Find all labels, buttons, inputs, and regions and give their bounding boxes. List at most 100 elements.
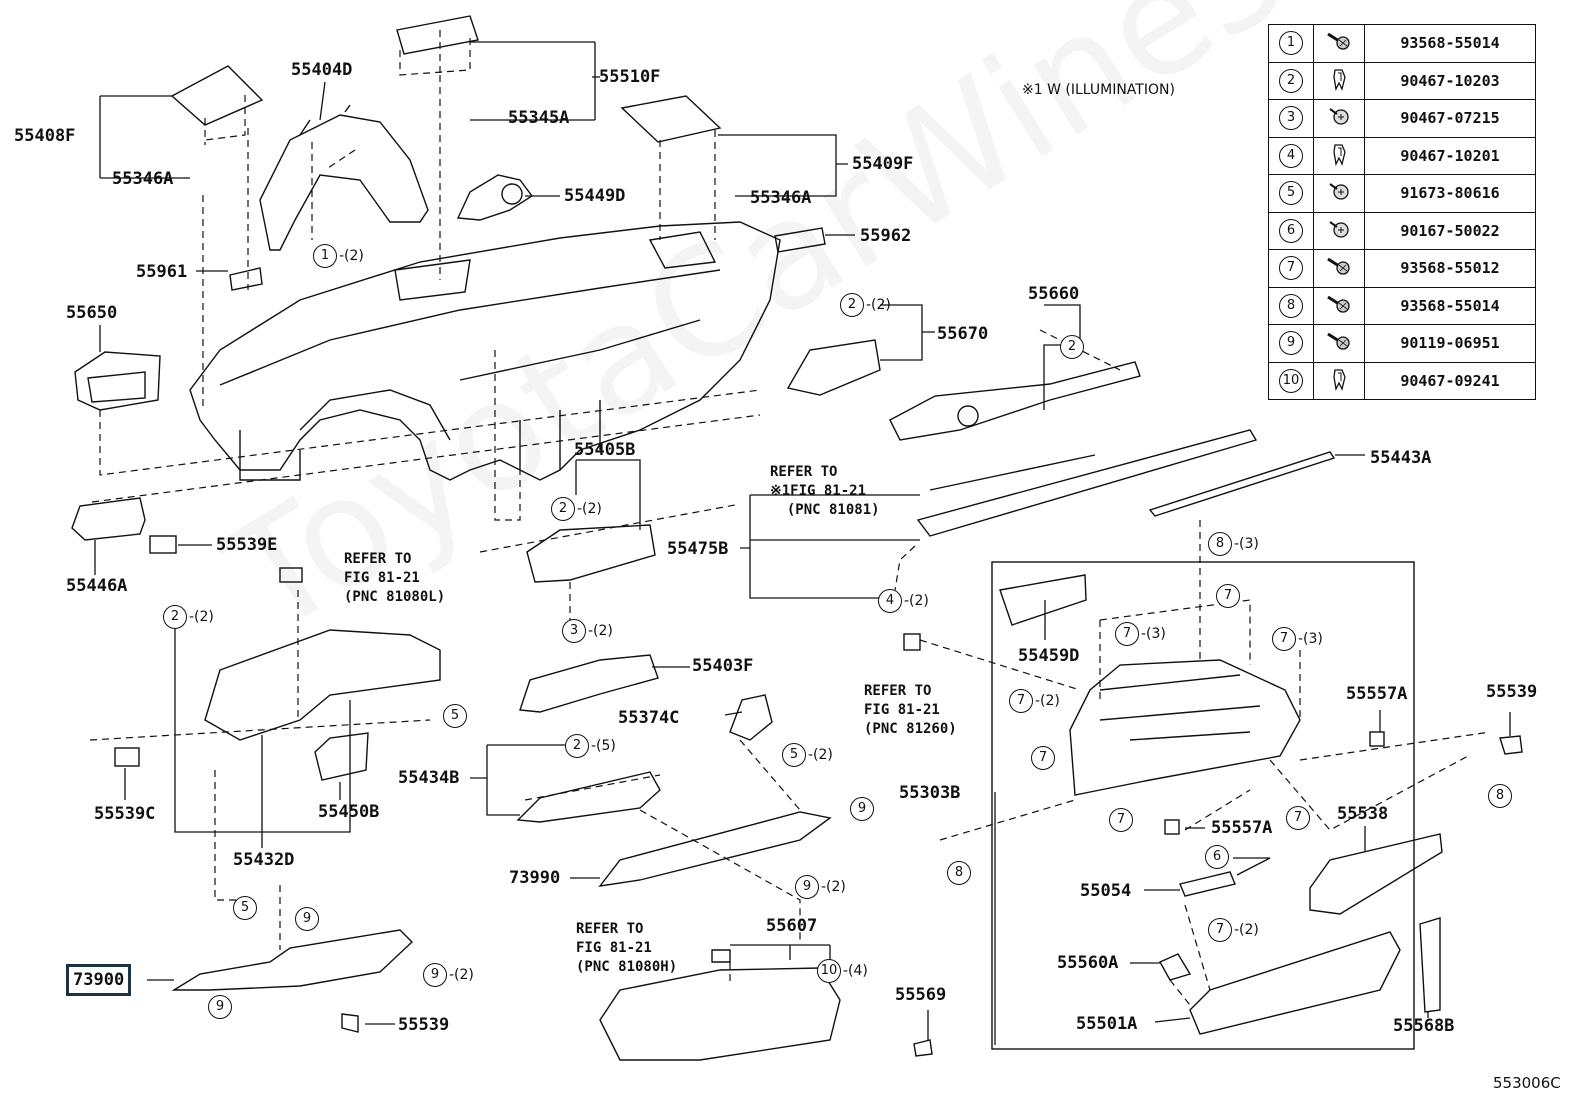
label-55538[interactable]: 55538 bbox=[1337, 804, 1389, 824]
label-55539C[interactable]: 55539C bbox=[94, 804, 156, 824]
label-55539E[interactable]: 55539E bbox=[216, 535, 278, 555]
refer-note-81260[interactable]: REFER TO FIG 81-21 (PNC 81260) bbox=[864, 683, 957, 737]
label-55432D[interactable]: 55432D bbox=[233, 850, 295, 870]
callout-circle[interactable]: 3 bbox=[562, 619, 586, 643]
callout-circle[interactable]: 4 bbox=[878, 589, 902, 613]
panel-55607 bbox=[599, 967, 841, 1061]
callout-circle[interactable]: 2 bbox=[163, 605, 187, 629]
bolt-icon bbox=[1313, 324, 1365, 363]
callout-circle[interactable]: 5 bbox=[443, 704, 467, 728]
label-55539-bottom[interactable]: 55539 bbox=[398, 1015, 450, 1035]
label-55962[interactable]: 55962 bbox=[860, 226, 912, 246]
label-55510F[interactable]: 55510F bbox=[599, 67, 661, 87]
meter-hood bbox=[259, 114, 429, 251]
callout-quantity: -(4) bbox=[843, 963, 868, 979]
label-55660[interactable]: 55660 bbox=[1028, 284, 1080, 304]
label-55560A[interactable]: 55560A bbox=[1057, 953, 1119, 973]
callout-circle[interactable]: 5 bbox=[782, 743, 806, 767]
label-55459D[interactable]: 55459D bbox=[1018, 646, 1080, 666]
callout-circle[interactable]: 7 bbox=[1109, 808, 1133, 832]
callout-circle[interactable]: 7 bbox=[1216, 584, 1240, 608]
label-55346A-right[interactable]: 55346A bbox=[750, 188, 812, 208]
callout-quantity: -(2) bbox=[1234, 922, 1259, 938]
label-55408F[interactable]: 55408F bbox=[14, 126, 76, 146]
label-55409F[interactable]: 55409F bbox=[852, 154, 914, 174]
callout-circle[interactable]: 1 bbox=[313, 244, 337, 268]
label-55450B[interactable]: 55450B bbox=[318, 802, 380, 822]
callout-circle[interactable]: 9 bbox=[423, 963, 447, 987]
label-73990[interactable]: 73990 bbox=[509, 868, 561, 888]
label-55449D[interactable]: 55449D bbox=[564, 186, 626, 206]
label-55670[interactable]: 55670 bbox=[937, 324, 989, 344]
fastener-part-number: 93568-55014 bbox=[1364, 286, 1536, 325]
callout-circle[interactable]: 2 bbox=[840, 293, 864, 317]
callout-circle[interactable]: 8 bbox=[1208, 532, 1232, 556]
fastener-number: 6 bbox=[1279, 218, 1303, 243]
callout-circle[interactable]: 7 bbox=[1031, 746, 1055, 770]
label-55650[interactable]: 55650 bbox=[66, 303, 118, 323]
callout-circle[interactable]: 2 bbox=[1060, 335, 1084, 359]
callout-circle[interactable]: 8 bbox=[947, 861, 971, 885]
callout-quantity: -(5) bbox=[591, 738, 616, 754]
label-55345A[interactable]: 55345A bbox=[508, 108, 570, 128]
callout-circle[interactable]: 2 bbox=[565, 734, 589, 758]
callout-circle[interactable]: 9 bbox=[208, 995, 232, 1019]
label-55303B[interactable]: 55303B bbox=[899, 783, 961, 803]
label-55961[interactable]: 55961 bbox=[136, 262, 188, 282]
label-55054[interactable]: 55054 bbox=[1080, 881, 1132, 901]
label-55434B[interactable]: 55434B bbox=[398, 768, 460, 788]
fastener-part-number: 90467-09241 bbox=[1364, 361, 1536, 400]
callout-circle[interactable]: 7 bbox=[1009, 689, 1033, 713]
screw-icon bbox=[1313, 174, 1365, 213]
callout-circle[interactable]: 9 bbox=[295, 907, 319, 931]
callout-circle[interactable]: 7 bbox=[1115, 622, 1139, 646]
callout-quantity: -(2) bbox=[1035, 693, 1060, 709]
callout-circle[interactable]: 9 bbox=[795, 875, 819, 899]
callout-circle[interactable]: 5 bbox=[233, 896, 257, 920]
fastener-number: 5 bbox=[1279, 181, 1303, 206]
label-55405B[interactable]: 55405B bbox=[574, 440, 636, 460]
label-55607[interactable]: 55607 bbox=[766, 916, 818, 936]
label-55568B[interactable]: 55568B bbox=[1393, 1016, 1455, 1036]
bracket-55303B bbox=[1069, 659, 1301, 796]
callout-circle[interactable]: 7 bbox=[1208, 918, 1232, 942]
refer-note-illumination[interactable]: REFER TO ※1FIG 81-21 (PNC 81081) bbox=[770, 464, 880, 518]
callout-circle[interactable]: 6 bbox=[1205, 845, 1229, 869]
callout-circle[interactable]: 7 bbox=[1272, 627, 1296, 651]
label-55446A[interactable]: 55446A bbox=[66, 576, 128, 596]
label-55346A-left[interactable]: 55346A bbox=[112, 169, 174, 189]
label-55557A-right[interactable]: 55557A bbox=[1346, 684, 1408, 704]
clip-icon bbox=[1313, 136, 1365, 175]
callout-circle[interactable]: 10 bbox=[817, 959, 841, 983]
callout-circle[interactable]: 8 bbox=[1488, 784, 1512, 808]
label-55403F[interactable]: 55403F bbox=[692, 656, 754, 676]
label-55539-right[interactable]: 55539 bbox=[1486, 682, 1538, 702]
label-55501A[interactable]: 55501A bbox=[1076, 1014, 1138, 1034]
highlighted-part-73900[interactable]: 73900 bbox=[66, 964, 132, 996]
fastener-row[interactable]: 8 93568-55014 bbox=[1268, 286, 1536, 325]
label-55475B[interactable]: 55475B bbox=[667, 539, 729, 559]
callout-circle[interactable]: 2 bbox=[551, 497, 575, 521]
label-73900[interactable]: 73900 bbox=[73, 970, 125, 990]
label-55404D[interactable]: 55404D bbox=[291, 60, 353, 80]
fastener-number: 8 bbox=[1279, 293, 1303, 318]
vent-55670 bbox=[786, 339, 881, 396]
callout-circle[interactable]: 9 bbox=[850, 797, 874, 821]
callout-quantity: -(2) bbox=[821, 879, 846, 895]
refer-note-81080H[interactable]: REFER TO FIG 81-21 (PNC 81080H) bbox=[576, 921, 678, 975]
callout-circle[interactable]: 7 bbox=[1286, 806, 1310, 830]
label-55443A[interactable]: 55443A bbox=[1370, 448, 1432, 468]
label-55557A-center[interactable]: 55557A bbox=[1211, 818, 1273, 838]
label-55374C[interactable]: 55374C bbox=[618, 708, 680, 728]
label-55569[interactable]: 55569 bbox=[895, 985, 947, 1005]
refer-note-81080L[interactable]: REFER TO FIG 81-21 (PNC 81080L) bbox=[344, 551, 446, 605]
